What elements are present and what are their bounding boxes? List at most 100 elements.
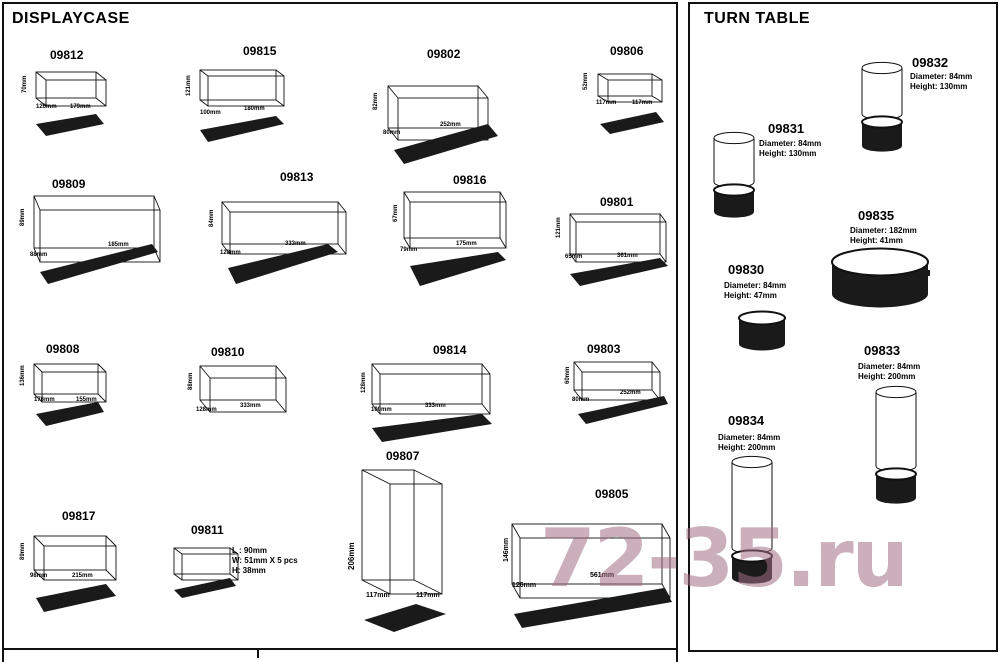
dim-length: 180mm <box>244 106 265 112</box>
displaycase-title: DISPLAYCASE <box>12 10 130 27</box>
turntable-base-bottom <box>739 337 785 351</box>
case-back-face <box>575 221 667 263</box>
turntable-unit <box>831 247 929 308</box>
turntable-code-09835: 09835 <box>858 208 895 223</box>
case-base <box>364 604 446 632</box>
case-edge <box>361 579 391 595</box>
dim-height: 136mm <box>20 365 26 386</box>
spec-line: H: 38mm <box>232 566 266 575</box>
spec-09833: Diameter: 84mm Height: 200mm <box>858 362 920 382</box>
dim-length: 333mm <box>425 403 446 409</box>
case-base <box>36 114 104 136</box>
case-edge <box>387 127 399 141</box>
case-edge <box>413 579 443 595</box>
turntable-base-top <box>731 549 773 563</box>
case-back-face <box>379 373 491 415</box>
case-edge <box>659 253 667 263</box>
spec-line: L : 90mm <box>232 546 267 555</box>
case-edge <box>573 361 583 373</box>
case-front-face <box>371 363 483 405</box>
case-front-face <box>511 523 663 585</box>
case-back-face <box>519 537 671 599</box>
case-back-face <box>43 545 117 581</box>
dim-depth: 80mm <box>383 130 401 136</box>
spec-09834: Diameter: 84mm Height: 200mm <box>718 433 780 453</box>
case-front-face <box>199 365 277 401</box>
case-edge <box>33 363 43 373</box>
dim-depth: 79mm <box>400 247 418 253</box>
dim-height: 88mm <box>188 372 194 390</box>
dim-depth: 100mm <box>371 407 392 413</box>
case-edge <box>105 535 117 547</box>
case-edge <box>387 85 399 99</box>
case-edge <box>337 243 347 255</box>
case-front-face <box>573 361 653 391</box>
case-code-09813: 09813 <box>280 170 314 184</box>
display-case-box <box>199 69 285 107</box>
display-case-box <box>361 469 443 595</box>
case-edge <box>229 547 239 555</box>
dim-depth: 88mm <box>30 252 48 258</box>
case-base <box>40 244 158 284</box>
display-case-box <box>35 71 107 107</box>
case-base <box>394 124 498 164</box>
dim-depth: 128mm <box>196 407 217 413</box>
spec-line: Diameter: 84mm <box>724 281 787 290</box>
case-front-face <box>35 71 97 99</box>
case-edge <box>199 69 209 77</box>
case-back-face <box>581 371 661 401</box>
display-case-box <box>511 523 671 599</box>
dim-height: 84mm <box>209 209 215 227</box>
case-front-face <box>199 69 277 101</box>
case-front-face <box>569 213 661 255</box>
case-code-09817: 09817 <box>62 509 96 523</box>
bottom-divider <box>2 648 678 658</box>
case-edge <box>569 253 577 263</box>
turntable-unit <box>738 310 786 351</box>
case-edge <box>573 389 583 401</box>
case-base <box>410 252 506 286</box>
case-edge <box>659 213 667 223</box>
case-back-face <box>181 553 239 581</box>
divider-tick <box>257 650 259 658</box>
dim-length: 361mm <box>617 253 638 259</box>
case-edge <box>413 469 443 485</box>
turntable-unit <box>861 61 903 152</box>
case-base <box>174 578 236 598</box>
turntable-code-09830: 09830 <box>728 262 765 277</box>
dim-depth: 126mm <box>512 582 537 589</box>
case-front-face <box>361 469 415 581</box>
case-base <box>36 402 104 426</box>
spec-09830: Diameter: 84mm Height: 47mm <box>724 281 786 301</box>
spec-line: W: 51mm X 5 pcs <box>232 556 298 565</box>
case-edge <box>481 403 491 415</box>
case-code-09808: 09808 <box>46 342 80 356</box>
case-edge <box>97 393 107 403</box>
dim-depth: 100mm <box>200 110 221 116</box>
case-front-face <box>33 195 155 249</box>
case-front-face <box>33 535 107 571</box>
turntable-base-top <box>713 183 755 197</box>
dome-top <box>861 61 903 75</box>
dim-depth: 117mm <box>366 592 390 599</box>
case-code-09805: 09805 <box>595 487 629 501</box>
case-edge <box>173 547 183 555</box>
case-back-face <box>41 371 107 403</box>
case-edge <box>199 399 211 413</box>
case-edge <box>651 95 663 103</box>
case-base <box>36 584 116 612</box>
case-code-09811: 09811 <box>191 523 224 537</box>
dim-height: 82mm <box>373 92 379 110</box>
case-edge <box>661 523 671 539</box>
dim-length: 333mm <box>285 241 306 247</box>
dim-depth: 98mm <box>30 573 48 579</box>
dim-length: 117mm <box>416 592 440 599</box>
dim-length: 179mm <box>70 104 91 110</box>
dim-height: 89mm <box>20 542 26 560</box>
spec-09811: L : 90mm W: 51mm X 5 pcs H: 38mm <box>232 546 298 576</box>
dim-length: 155mm <box>76 397 97 403</box>
spec-09831: Diameter: 84mm Height: 130mm <box>759 139 821 159</box>
knob <box>926 270 930 276</box>
case-edge <box>229 573 239 581</box>
